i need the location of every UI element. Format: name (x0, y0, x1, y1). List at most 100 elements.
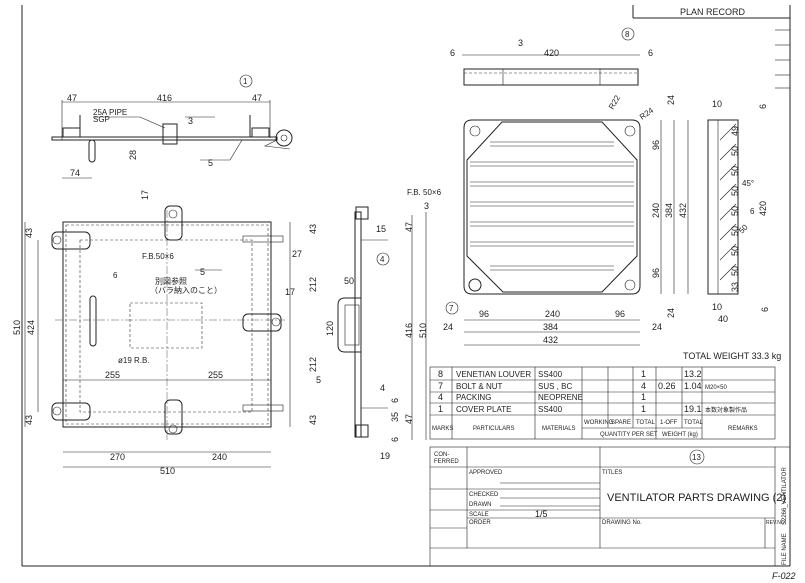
drawing-label: SPARE (611, 420, 631, 426)
drawing-label: 47 (67, 93, 77, 103)
drawing-label: 240 (651, 203, 661, 218)
drawing-label: 1/5 (535, 509, 548, 519)
drawing-label: 15 (376, 224, 386, 234)
drawing-label: 43 (308, 415, 318, 425)
drawing-label: 50 (730, 146, 740, 156)
drawing-label: 4 (641, 381, 646, 391)
title-block: CON- FERRED 13 APPROVED CHECKED DRAWN SC… (429, 446, 790, 567)
drawing-label: SCALE (469, 512, 489, 518)
drawing-label: 1 (438, 404, 443, 414)
drawing-label: 5 (200, 267, 205, 277)
drawing-label: 24 (666, 95, 676, 105)
drawing-label: 24 (666, 308, 676, 318)
drawing-label: 1-OFF (660, 420, 678, 426)
drawing-label: REMARKS (728, 426, 758, 432)
total-weight: TOTAL WEIGHT 33.3 kg (683, 351, 781, 361)
drawing-label: R24 (638, 106, 656, 122)
cover-plate-plan: F.B.50×6 6 別図参照 （バラ納入のこと） ø19 R.B. 5 17 … (12, 190, 318, 476)
drawing-label: 27 (292, 249, 302, 259)
drawing-label: F.B.50×6 (142, 252, 174, 261)
drawing-label: 255 (208, 370, 223, 380)
drawing-label: 4 (380, 255, 385, 264)
drawing-label: 1 (641, 392, 646, 402)
sheet-id: F-022 (772, 571, 796, 581)
drawing-label: 1 (243, 77, 248, 86)
table-row: 7 BOLT & NUT SUS , BC 4 0.26 1.04 M20×50 (438, 381, 728, 391)
drawing-label: 47 (252, 93, 262, 103)
drawing-label: 240 (212, 452, 227, 462)
drawing-label: 45° (742, 179, 754, 188)
drawing-label: DRAWN (469, 502, 491, 508)
drawing-label: 212 (308, 277, 318, 292)
drawing-label: 3 (424, 201, 429, 211)
drawing-label: 74 (70, 168, 80, 178)
cover-plate-side: 4 5 4 15 50 120 47 416 510 6 35 47 6 19 (316, 206, 428, 461)
drawing-label: 24 (443, 322, 453, 332)
drawing-label: 6 (390, 398, 400, 403)
drawing-label: 6 (760, 307, 770, 312)
drawing-label: 50 (730, 206, 740, 216)
drawing-label: 96 (651, 140, 661, 150)
drawing-label: 96 (615, 309, 625, 319)
drawing-label: S2266_VENTILATOR (782, 467, 788, 525)
drawing-label: NEOPRENE (538, 393, 583, 402)
drawing-label: 384 (543, 322, 558, 332)
drawing-label: PACKING (456, 393, 491, 402)
drawing-label: 別図参照 (155, 276, 187, 286)
drawing-label: CON- (434, 452, 449, 458)
drawing-label: 4 (380, 383, 385, 393)
drawing-label: ORDER (469, 520, 491, 526)
drawing-label: 432 (678, 203, 688, 218)
drawing-label: TOTAL (636, 420, 655, 426)
drawing-label: 7 (438, 381, 443, 391)
drawing-title: VENTILATOR PARTS DRAWING (2) (607, 492, 786, 504)
drawing-label: REV.NO. (766, 520, 786, 526)
table-row: 4 PACKING NEOPRENE 1 (438, 392, 646, 402)
drawing-label: 416 (157, 93, 172, 103)
drawing-label: 270 (110, 452, 125, 462)
drawing-label: COVER PLATE (456, 405, 511, 414)
drawing-label: SUS , BC (538, 382, 572, 391)
drawing-label: 255 (105, 370, 120, 380)
drawing-label: 10 (712, 99, 722, 109)
drawing-label: 212 (308, 357, 318, 372)
drawing-label: TOTAL (684, 420, 703, 426)
drawing-label: TITLES (602, 470, 622, 476)
drawing-label: BOLT & NUT (456, 382, 502, 391)
drawing-label: QUANTITY PER SET (600, 432, 658, 438)
drawing-label: VENETIAN LOUVER (456, 370, 531, 379)
part-8-elevation: 8 3 6 420 6 (450, 27, 653, 86)
drawing-label: 5 (316, 375, 321, 385)
drawing-label: R22 (607, 93, 622, 111)
drawing-label: FILE NAME (782, 533, 788, 565)
drawing-label: SS400 (538, 370, 563, 379)
drawing-label: 416 (404, 323, 414, 338)
plan-record-label: PLAN RECORD (680, 7, 746, 17)
drawing-label: SS400 (538, 405, 563, 414)
parts-table: 8 VENETIAN LOUVER SS400 1 13.2 7 BOLT & … (429, 366, 776, 440)
drawing-label: 50 (730, 246, 740, 256)
part-1-elevation: 1 47 416 47 25A PIPE SGP 3 5 28 74 (51, 74, 293, 179)
drawing-label: 43 (308, 224, 318, 234)
drawing-label: 28 (128, 150, 138, 160)
drawing-label: 510 (418, 323, 428, 338)
drawing-label: 424 (26, 320, 36, 335)
drawing-label: 6 (758, 104, 768, 109)
drawing-label: 7 (449, 304, 454, 313)
drawing-label: 96 (479, 309, 489, 319)
drawing-label: 8 (625, 30, 630, 39)
drawing-label: 33 (730, 282, 740, 292)
drawing-label: 6 (450, 48, 455, 58)
drawing-label: 19.1 (684, 404, 702, 414)
drawing-label: 17 (285, 287, 295, 297)
drawing-label: WEIGHT (kg) (662, 432, 698, 438)
table-row: 1 COVER PLATE SS400 1 19.1 本数対象製作品 (438, 404, 747, 414)
drawing-label: 50 (730, 166, 740, 176)
drawing-label: SGP (93, 115, 110, 124)
drawing-label: 49 (730, 126, 740, 136)
drawing-label: 3 (188, 116, 193, 126)
drawing-label: 43 (24, 228, 34, 238)
drawing-label: PARTICULARS (473, 426, 514, 432)
drawing-label: 43 (24, 415, 34, 425)
